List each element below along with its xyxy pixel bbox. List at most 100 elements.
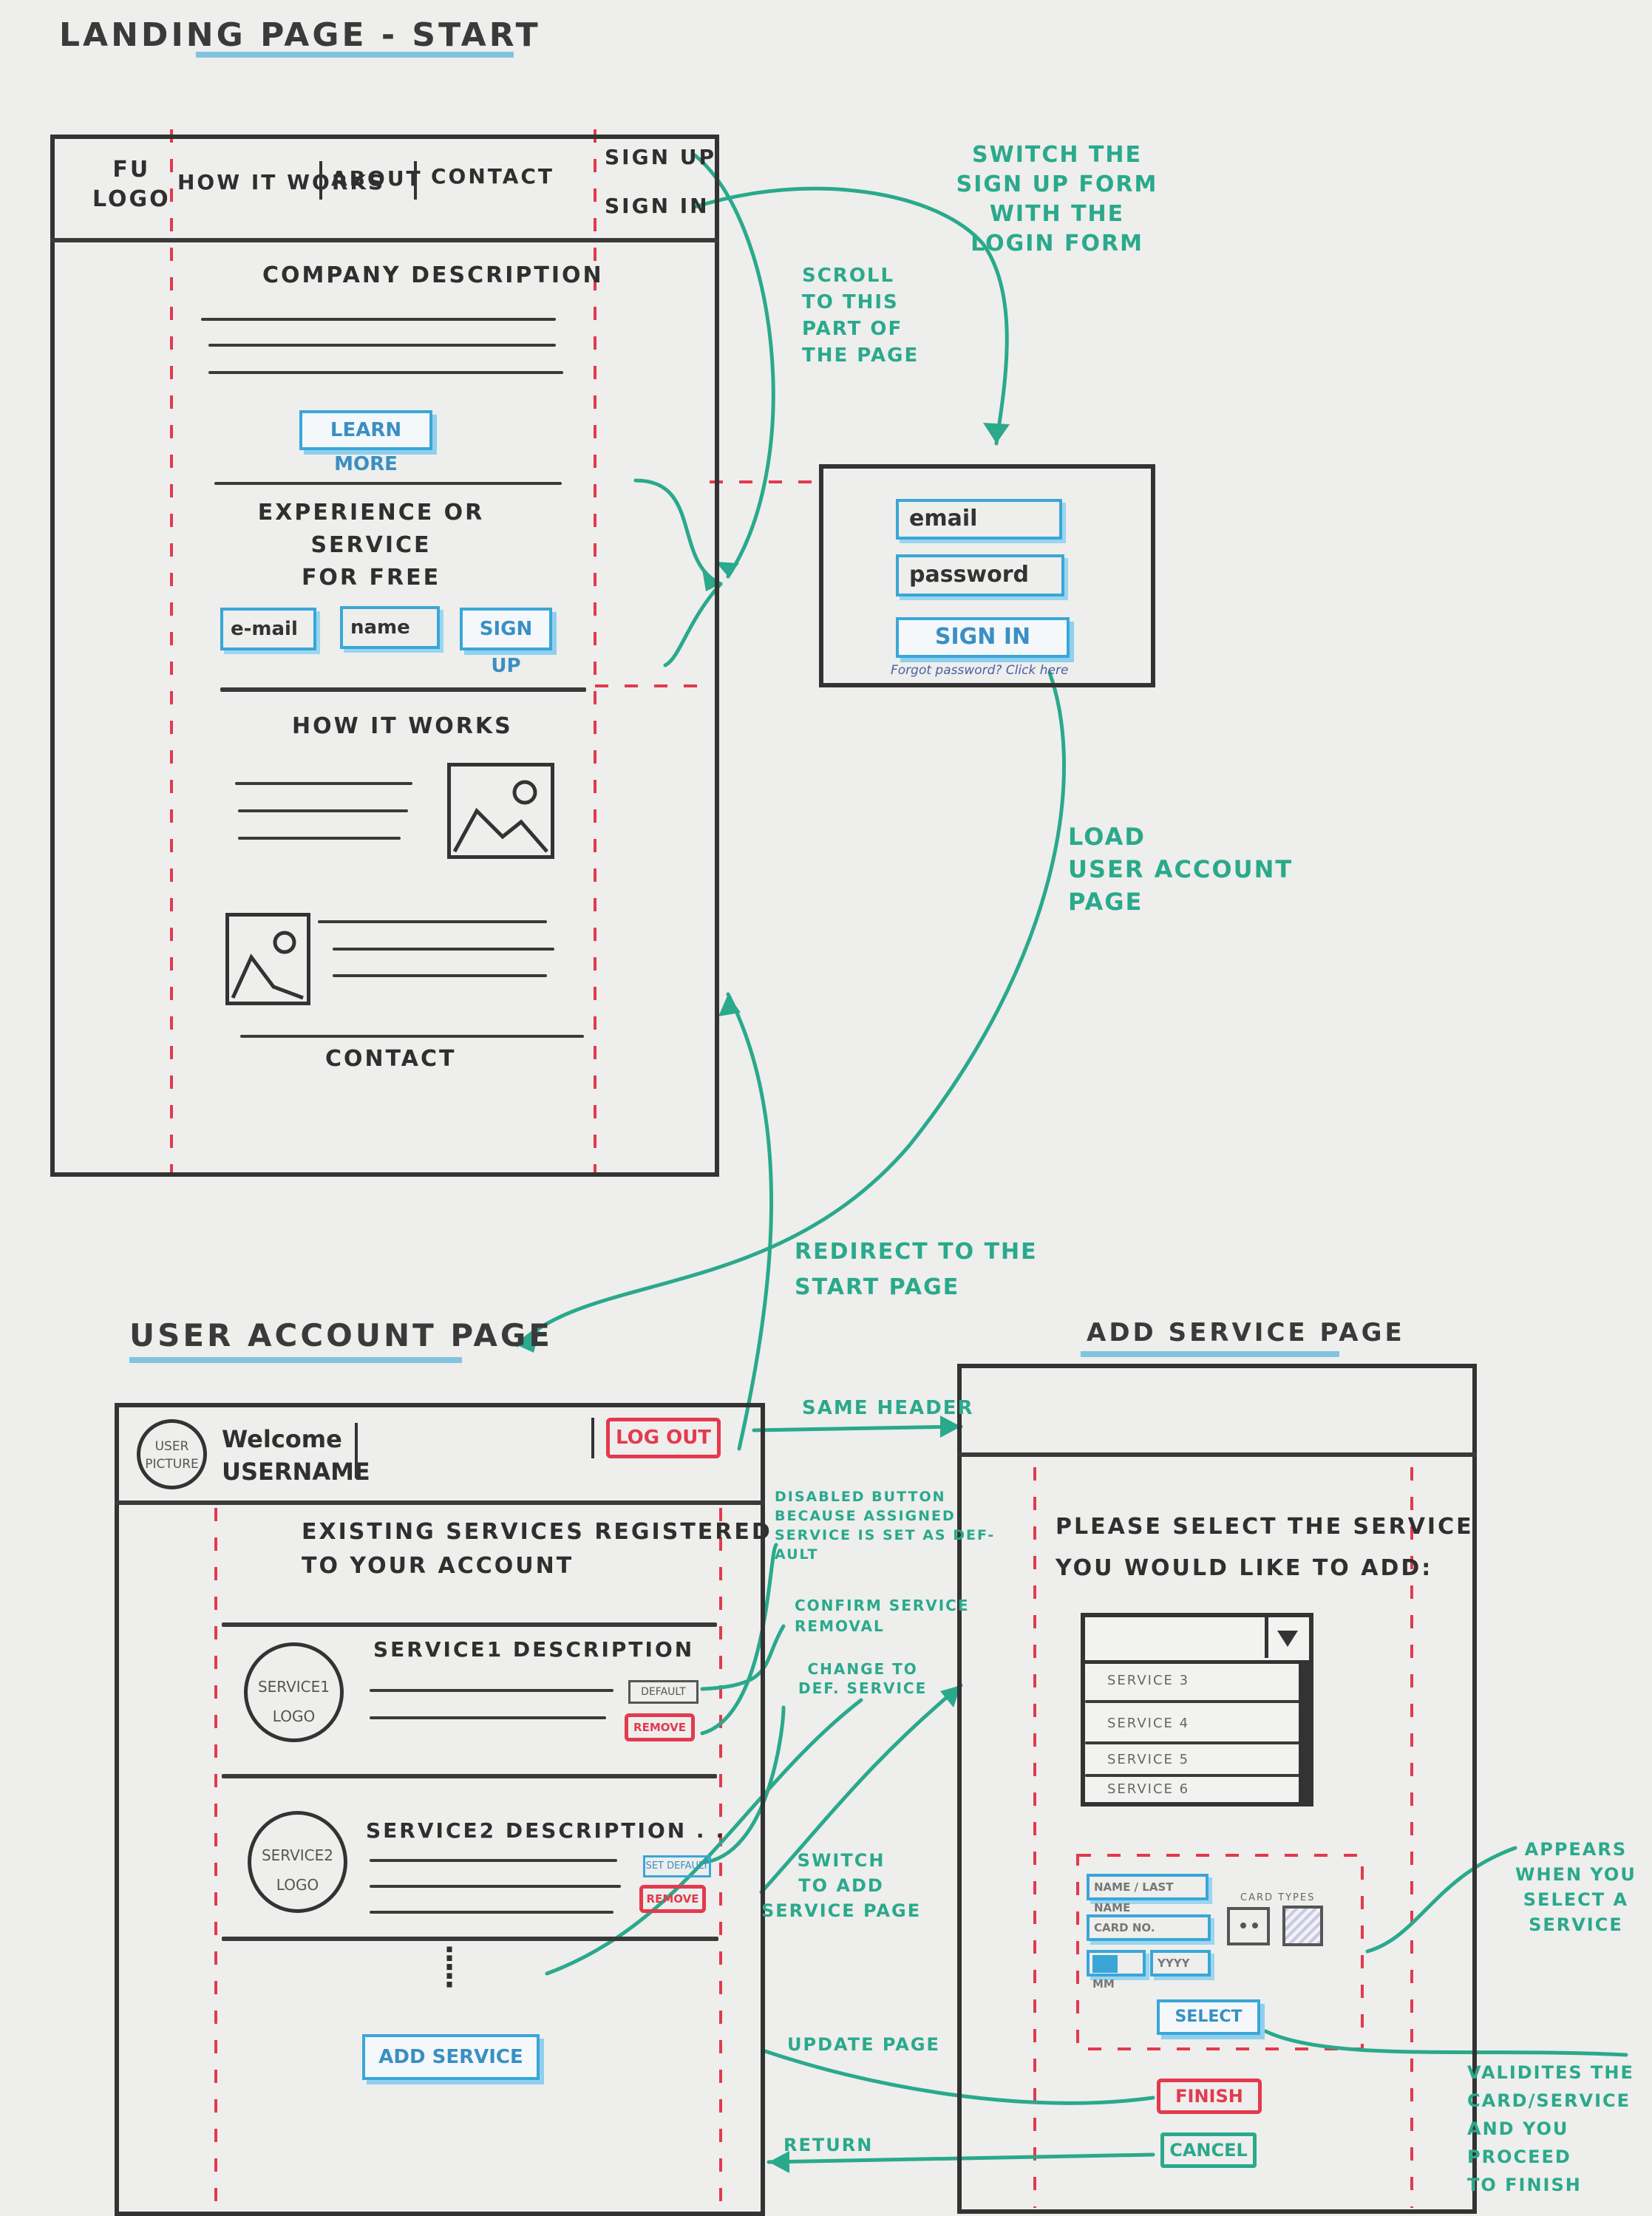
annotation-line: BECAUSE ASSIGNED <box>775 1508 956 1524</box>
dropdown-option-divider <box>1085 1774 1307 1777</box>
annotation-line: AULT <box>775 1546 819 1563</box>
text-placeholder-line <box>238 837 401 840</box>
dropdown-option-divider <box>1085 1741 1307 1744</box>
annotation-line: THE PAGE <box>802 344 920 367</box>
how-it-works-heading: HOW IT WORKS <box>292 713 513 739</box>
card-type-icon[interactable] <box>1227 1907 1270 1945</box>
dropdown-option[interactable]: SERVICE 3 <box>1107 1673 1190 1688</box>
annotation-line: START PAGE <box>795 1274 960 1300</box>
name-input[interactable]: name <box>340 606 440 649</box>
card-number-input[interactable]: CARD NO. <box>1087 1914 1211 1941</box>
annotation-scroll: SCROLL TO THIS PART OF THE PAGE <box>802 262 919 369</box>
expiry-month-input[interactable]: MM <box>1087 1950 1146 1991</box>
annotation-line: VALIDITES THE <box>1467 2062 1634 2083</box>
default-button-disabled[interactable]: DEFAULT <box>628 1680 698 1704</box>
card-types-label: CARD TYPES <box>1240 1892 1316 1903</box>
service-logo-line-2: LOGO <box>276 1876 319 1894</box>
finish-button[interactable]: FINISH <box>1157 2079 1262 2114</box>
dropdown-option[interactable]: SERVICE 5 <box>1107 1752 1190 1767</box>
service-dropdown[interactable]: SERVICE 3 SERVICE 4 SERVICE 5 SERVICE 6 <box>1081 1613 1313 1807</box>
nav-how-it-works[interactable]: HOW IT WORKS <box>177 170 386 194</box>
account-header-divider <box>115 1500 765 1505</box>
expiry-year-input[interactable]: YYYY <box>1150 1950 1211 1977</box>
landing-page-wireframe <box>50 135 719 1177</box>
remove-button[interactable]: REMOVE <box>625 1713 695 1741</box>
annotation-switch-form: SWITCH THE SIGN UP FORM WITH THE LOGIN F… <box>894 140 1220 259</box>
text-placeholder-line <box>238 809 408 812</box>
service-logo-line-1: SERVICE1 <box>257 1678 330 1696</box>
text-placeholder-line <box>318 920 547 923</box>
annotation-appears: APPEARS WHEN YOU SELECT A SERVICE <box>1515 1837 1636 1937</box>
remove-button[interactable]: REMOVE <box>639 1885 706 1913</box>
dropdown-option[interactable]: SERVICE 6 <box>1107 1781 1190 1797</box>
text-placeholder-line <box>208 344 556 347</box>
annotation-line: SWITCH <box>797 1850 886 1871</box>
image-placeholder-icon <box>447 763 554 859</box>
service-logo: SERVICE1 LOGO <box>244 1642 344 1742</box>
sign-up-link[interactable]: SIGN UP <box>605 145 717 169</box>
section-divider <box>222 1937 718 1941</box>
service-description: SERVICE1 DESCRIPTION <box>373 1637 695 1662</box>
user-picture-avatar: USER PICTURE <box>137 1419 207 1489</box>
service-logo: SERVICE2 LOGO <box>248 1811 347 1913</box>
existing-line-1: EXISTING SERVICES REGISTERED <box>302 1519 772 1545</box>
annotation-line: APPEARS <box>1524 1839 1628 1860</box>
company-description-heading: COMPANY DESCRIPTION <box>262 262 604 288</box>
add-service-page-title: ADD SERVICE PAGE <box>1087 1318 1405 1347</box>
annotation-line: CARD/SERVICE <box>1467 2090 1631 2111</box>
annotation-line: TO THIS <box>802 291 899 313</box>
nav-about[interactable]: ABOUT <box>331 166 423 191</box>
existing-services-heading: EXISTING SERVICES REGISTERED TO YOUR ACC… <box>302 1515 772 1583</box>
annotation-redirect: REDIRECT TO THE START PAGE <box>795 1234 1038 1305</box>
welcome-label: Welcome <box>222 1425 342 1453</box>
nav-contact[interactable]: CONTACT <box>431 164 555 188</box>
name-last-name-input[interactable]: NAME / LAST NAME <box>1087 1874 1209 1914</box>
add-service-button[interactable]: ADD SERVICE <box>362 2034 540 2080</box>
login-email-input[interactable]: email <box>896 499 1062 540</box>
annotation-change-default: CHANGE TO DEF. SERVICE <box>798 1659 927 1698</box>
card-type-icon[interactable] <box>1282 1906 1323 1946</box>
experience-line-2: FOR FREE <box>301 565 441 591</box>
account-title-underline <box>129 1357 462 1363</box>
email-input[interactable]: e-mail <box>220 608 316 650</box>
sign-up-button[interactable]: SIGN UP <box>460 608 552 677</box>
annotation-line: WITH THE <box>989 201 1125 227</box>
dropdown-option[interactable]: SERVICE 4 <box>1107 1716 1190 1731</box>
learn-more-button[interactable]: LEARN MORE <box>299 410 432 475</box>
logo-line-2: LOGO <box>92 186 171 212</box>
annotation-update-page: UPDATE PAGE <box>787 2034 940 2055</box>
annotation-confirm-removal: CONFIRM SERVICE REMOVAL <box>795 1595 970 1636</box>
annotation-line: CONFIRM SERVICE <box>795 1597 970 1614</box>
prompt-line-2: YOU WOULD LIKE TO ADD: <box>1056 1555 1433 1581</box>
text-placeholder-line <box>370 1716 606 1719</box>
annotation-line: SERVICE PAGE <box>761 1900 922 1921</box>
select-button[interactable]: SELECT <box>1157 1999 1260 2035</box>
annotation-line: PART OF <box>802 318 903 340</box>
chevron-down-icon[interactable] <box>1265 1617 1309 1658</box>
log-out-button[interactable]: LOG OUT <box>606 1418 721 1458</box>
login-form-wireframe <box>819 464 1155 687</box>
add-service-title-underline <box>1081 1351 1339 1357</box>
user-account-page-title: USER ACCOUNT PAGE <box>129 1317 553 1353</box>
forgot-password-link[interactable]: Forgot password? Click here <box>891 663 1069 678</box>
annotation-line: PAGE <box>1068 888 1143 916</box>
dropdown-scrollbar[interactable] <box>1299 1662 1309 1802</box>
cancel-button[interactable]: CANCEL <box>1160 2132 1257 2168</box>
sign-in-link[interactable]: SIGN IN <box>605 194 710 218</box>
set-default-button[interactable]: SET DEFAULT <box>643 1855 711 1877</box>
annotation-switch-add: SWITCH TO ADD SERVICE PAGE <box>761 1848 921 1923</box>
dropdown-header[interactable] <box>1085 1617 1309 1664</box>
text-placeholder-line <box>370 1911 613 1914</box>
contact-heading: CONTACT <box>325 1046 457 1072</box>
annotation-same-header: SAME HEADER <box>802 1397 974 1419</box>
logo: FU LOGO <box>92 155 171 214</box>
login-password-input[interactable]: password <box>896 554 1064 597</box>
annotation-line: SELECT A <box>1523 1889 1629 1910</box>
section-divider <box>222 1622 717 1627</box>
dropdown-option-divider <box>1085 1700 1307 1703</box>
welcome-text: Welcome USERNAME <box>222 1423 370 1488</box>
more-items-ellipsis: ⋮⋮ <box>435 1942 466 1994</box>
sign-in-button[interactable]: SIGN IN <box>896 617 1070 658</box>
section-divider <box>222 1774 717 1778</box>
